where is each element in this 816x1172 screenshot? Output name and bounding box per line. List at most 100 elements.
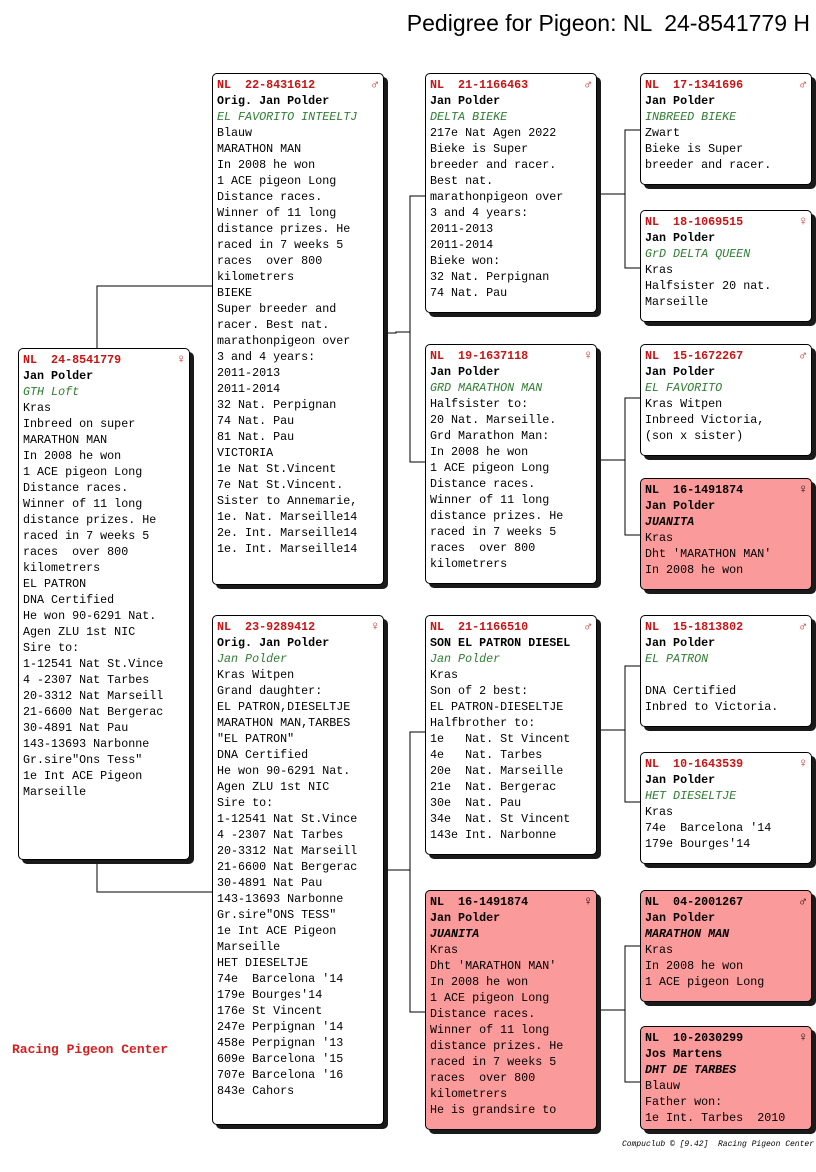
pedigree-card-dds[interactable]: NL 04-2001267♂ Jan Polder MARATHON MAN K…	[640, 890, 812, 1002]
note-line: 2e. Int. Marseille14	[217, 526, 358, 540]
note-line: 143e Int. Narbonne	[430, 828, 557, 842]
pedigree-card-sds[interactable]: NL 15-1672267♂ Jan Polder EL FAVORITO Kr…	[640, 344, 812, 456]
note-line: In 2008 he won	[23, 449, 122, 463]
owner: SON EL PATRON DIESEL	[430, 636, 571, 650]
note-line: 1e Int ACE Pigeon	[217, 924, 337, 938]
owner: Jan Polder	[645, 94, 716, 108]
note-line: In 2008 he won	[645, 959, 744, 973]
brand-label: Racing Pigeon Center	[12, 1042, 169, 1057]
pigeon-name: JUANITA	[645, 515, 695, 529]
note-line: VICTORIA	[217, 446, 274, 460]
note-line: Kras Witpen	[217, 668, 295, 682]
footer-credit: Compuclub © [9.42] Racing Pigeon Center	[621, 1140, 814, 1149]
note-line: Winner of 11 long	[430, 493, 550, 507]
owner: Jos Martens	[645, 1047, 723, 1061]
note-line: Kras	[430, 943, 459, 957]
pedigree-card-sire[interactable]: NL 22-8431612♂ Orig. Jan Polder EL FAVOR…	[212, 73, 384, 585]
note-line: raced in 7 weeks 5	[23, 529, 150, 543]
note-line: 2011-2014	[430, 238, 494, 252]
female-icon: ♀	[584, 348, 592, 363]
pedigree-card-dsd[interactable]: NL 10-1643539♀ Jan Polder HET DIESELTJE …	[640, 752, 812, 864]
note-line: Distance races.	[217, 190, 323, 204]
male-icon: ♂	[799, 348, 807, 363]
ring-number: NL 22-8431612	[217, 78, 316, 92]
note-line: 1e Nat. St Vincent	[430, 732, 571, 746]
pedigree-card-sire-sire[interactable]: NL 21-1166463♂ Jan Polder DELTA BIEKE 21…	[425, 73, 597, 313]
note-line: Grd Marathon Man:	[430, 429, 550, 443]
pedigree-card-dss[interactable]: NL 15-1813802♂ Jan Polder EL PATRON DNA …	[640, 615, 812, 727]
note-line: distance prizes. He	[217, 222, 351, 236]
ring-number: NL 24-8541779	[23, 353, 122, 367]
note-line: 2011-2013	[217, 366, 281, 380]
note-line: raced in 7 weeks 5	[430, 1055, 557, 1069]
ring-number: NL 15-1813802	[645, 620, 744, 634]
note-line: 3 and 4 years:	[430, 206, 529, 220]
note-line: raced in 7 weeks 5	[217, 238, 344, 252]
note-line: In 2008 he won	[430, 975, 529, 989]
owner: Jan Polder	[645, 773, 716, 787]
note-line: 21-6600 Nat Bergerac	[217, 860, 358, 874]
note-line	[645, 667, 807, 683]
note-line: 143-13693 Narbonne	[23, 737, 150, 751]
owner: Orig. Jan Polder	[217, 636, 330, 650]
male-icon: ♂	[371, 77, 379, 92]
pigeon-name: DHT DE TARBES	[645, 1063, 737, 1077]
note-line: Inbred to Victoria.	[645, 700, 779, 714]
pedigree-notes: Halfsister to:20 Nat. Marseille.Grd Mara…	[430, 396, 592, 572]
note-line: "EL PATRON"	[217, 732, 295, 746]
note-line: breeder and racer.	[430, 158, 557, 172]
note-line: 1 ACE pigeon Long	[645, 975, 765, 989]
owner: Jan Polder	[645, 231, 716, 245]
female-icon: ♀	[371, 619, 379, 634]
note-line: Blauw	[645, 1079, 681, 1093]
note-line: 1-12541 Nat St.Vince	[217, 812, 358, 826]
note-line: 1 ACE pigeon Long	[430, 991, 550, 1005]
note-line: Winner of 11 long	[23, 497, 143, 511]
ring-number: NL 19-1637118	[430, 349, 529, 363]
pedigree-card-ssd[interactable]: NL 18-1069515♀ Jan Polder GrD DELTA QUEE…	[640, 210, 812, 322]
pedigree-card-sss[interactable]: NL 17-1341696♂ Jan Polder INBREED BIEKE …	[640, 73, 812, 185]
note-line: Blauw	[217, 126, 253, 140]
note-line: Winner of 11 long	[217, 206, 337, 220]
note-line: 4 -2307 Nat Tarbes	[23, 673, 150, 687]
note-line: Marseille	[645, 295, 709, 309]
note-line: 1e. Int. Marseille14	[217, 542, 358, 556]
pedigree-card-dam-sire[interactable]: NL 21-1166510♂ SON EL PATRON DIESEL Jan …	[425, 615, 597, 855]
note-line: BIEKE	[217, 286, 253, 300]
pigeon-name: Jan Polder	[217, 652, 288, 666]
note-line: Kras Witpen	[645, 397, 723, 411]
note-line: 143-13693 Narbonne	[217, 892, 344, 906]
note-line: EL PATRON	[23, 577, 87, 591]
note-line: 30-4891 Nat Pau	[23, 721, 129, 735]
note-line: 4e Nat. Tarbes	[430, 748, 543, 762]
pigeon-name: EL FAVORITO INTEELTJ	[217, 110, 358, 124]
note-line: 2011-2013	[430, 222, 494, 236]
page-title: Pedigree for Pigeon: NL 24-8541779 H	[406, 10, 810, 36]
note-line: kilometrers	[430, 557, 508, 571]
note-line: 20e Nat. Marseille	[430, 764, 564, 778]
note-line: Halfsister 20 nat.	[645, 279, 772, 293]
note-line: 74e Barcelona '14	[217, 972, 344, 986]
pedigree-card-dam[interactable]: NL 23-9289412♀ Orig. Jan Polder Jan Pold…	[212, 615, 384, 1125]
ring-number: NL 04-2001267	[645, 895, 744, 909]
ring-number: NL 18-1069515	[645, 215, 744, 229]
note-line: 1e Nat St.Vincent	[217, 462, 337, 476]
ring-number: NL 21-1166463	[430, 78, 529, 92]
note-line: 1 ACE pigeon Long	[217, 174, 337, 188]
pedigree-card-ddd[interactable]: NL 10-2030299♀ Jos Martens DHT DE TARBES…	[640, 1026, 812, 1130]
ring-number: NL 15-1672267	[645, 349, 744, 363]
pedigree-card-sire-dam[interactable]: NL 19-1637118♀ Jan Polder GRD MARATHON M…	[425, 344, 597, 584]
note-line: 217e Nat Agen 2022	[430, 126, 557, 140]
owner: Jan Polder	[23, 369, 94, 383]
note-line: Father won:	[645, 1095, 723, 1109]
note-line: Halfsister to:	[430, 397, 529, 411]
